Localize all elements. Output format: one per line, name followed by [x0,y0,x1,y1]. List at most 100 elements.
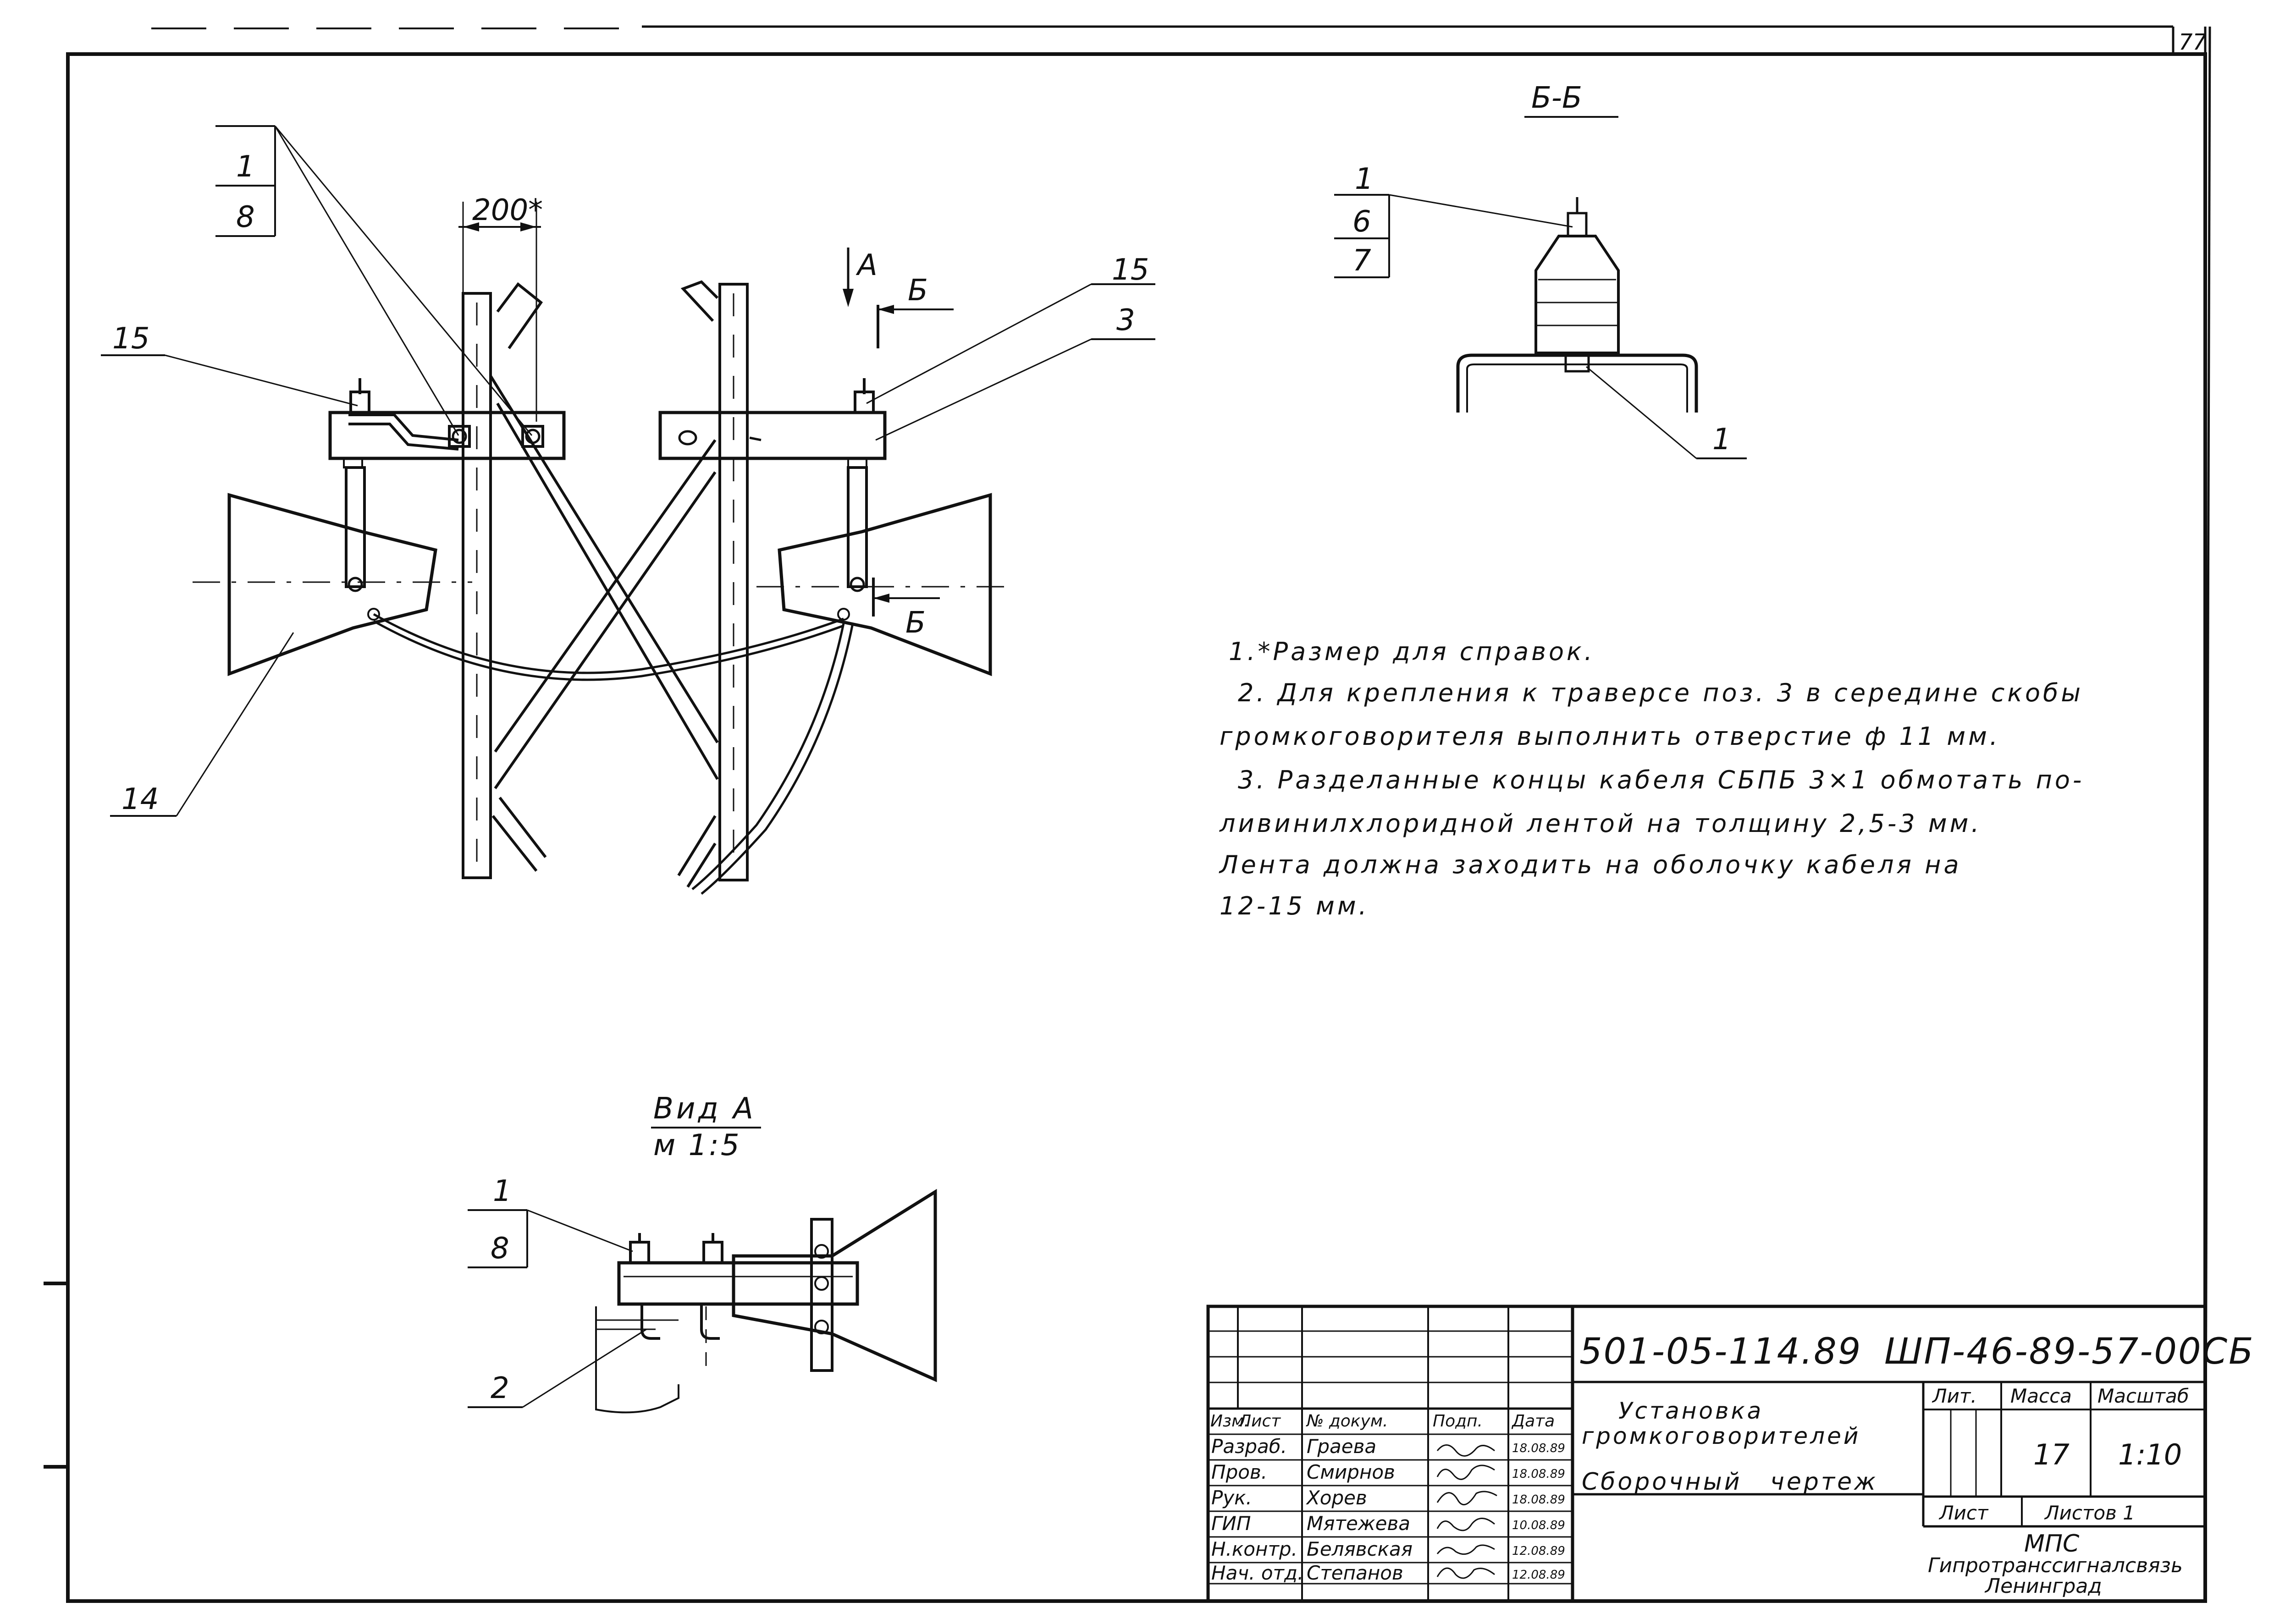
view-a-callout-2-label: 2 [491,1371,509,1405]
callout-15-right-label: 15 [1112,253,1149,287]
callout-14: 14 [110,632,294,817]
person-role: Нач. отд. [1211,1562,1303,1584]
hdr-doc-no: № докум. [1306,1412,1388,1431]
section-callout-6: 6 [1352,205,1371,239]
section-callout-1-bottom: 1 [1586,366,1747,459]
signature-mark [1436,1491,1497,1505]
callout-15-left-label: 15 [112,322,149,356]
title-line-2: громкоговорителей [1582,1423,1860,1449]
left-traverse [328,378,566,468]
note-3-cont: ливинилхлоридной лентой на толщину 2,5-3… [1219,809,1982,838]
person-date: 12.08.89 [1512,1568,1565,1582]
view-a-callout-2: 2 [468,1328,647,1408]
note-3-cont-2: Лента должна заходить на оболочку кабеля… [1219,850,1962,879]
callout-15-right: 15 [866,253,1155,404]
main-assembly-view: 200* A Б Б 1 8 [101,125,1155,895]
section-callout-1-bottom-label: 1 [1712,423,1731,457]
signature-mark [1436,1444,1495,1457]
section-bb-view: Б-Б 1 6 7 1 [1334,81,1747,459]
dimension-label: 200* [472,193,543,227]
sheet-label: Лист [1938,1502,1989,1524]
section-b-mark-bottom: Б [872,578,940,640]
doc-code: ШП-46-89-57-00СБ [1884,1331,2255,1372]
hdr-list: Лист [1238,1412,1281,1431]
person-name: Хорев [1306,1486,1367,1509]
person-name: Смирнов [1307,1461,1395,1483]
callout-3: 3 [875,303,1155,441]
title-line-1: Установка [1618,1398,1763,1424]
callout-3-label: 3 [1116,303,1135,337]
signature-mark [1436,1567,1495,1579]
callout-2-1-8: 1 8 [215,125,533,436]
right-horn-speaker [756,466,1009,677]
page-number: 77 [2179,29,2207,55]
person-date: 18.08.89 [1512,1467,1565,1481]
view-a-scale: м 1:5 [653,1129,741,1162]
signature-mark [1436,1464,1495,1480]
person-name: Степанов [1307,1562,1403,1584]
view-a-callout-8: 8 [491,1232,509,1266]
person-date: 12.08.89 [1512,1544,1565,1558]
signature-mark [1436,1518,1495,1531]
person-role: ГИП [1211,1512,1251,1535]
note-2: 2. Для крепления к траверсе поз. 3 в сер… [1238,678,2083,707]
person-name: Граева [1307,1435,1376,1458]
scale-label: Масштаб [2097,1385,2189,1407]
person-date: 18.08.89 [1512,1493,1565,1507]
cable [373,613,854,895]
doc-type: Сборочный чертеж [1582,1468,1878,1496]
section-b-bottom-label: Б [905,606,926,640]
callout-15-left: 15 [101,322,358,407]
person-role: Рук. [1211,1486,1252,1509]
note-2-cont: громкоговорителя выполнить отверстие ф 1… [1220,722,2000,751]
title-block: 501-05-114.89 ШП-46-89-57-00СБ Установка… [1206,1305,2255,1603]
sheets-label: Листов 1 [2044,1502,2135,1524]
person-role: Н.контр. [1211,1538,1297,1560]
mass-value: 17 [2033,1438,2070,1471]
left-horn-speaker [193,466,472,677]
section-bb-title: Б-Б [1531,81,1582,115]
people-rows: Разраб. Граева 18.08.89 Пров. Смирнов 18… [1211,1435,1565,1584]
hdr-date: Дата [1511,1412,1555,1431]
section-b-mark-top: Б [877,274,954,348]
person-date: 18.08.89 [1512,1442,1565,1455]
section-callout-1: 1 [1355,162,1374,196]
signature-mark [1436,1544,1495,1555]
diagonal-braces [489,375,719,888]
view-a-callout-1: 1 [493,1174,512,1208]
person-name: Белявская [1307,1538,1413,1560]
callout-8: 8 [236,200,255,234]
org-line-1: МПС [2024,1530,2080,1558]
view-a: Вид А м 1:5 1 8 2 [468,1092,937,1414]
view-a-arrow: A [843,248,878,307]
section-b-top-label: Б [908,274,928,308]
section-callout-7: 7 [1352,244,1371,278]
right-pole [680,280,749,881]
note-3: 3. Разделанные концы кабеля СБПБ 3×1 обм… [1238,765,2084,794]
lit-label: Лит. [1932,1385,1977,1407]
page-number-box: 77 [2172,27,2207,55]
right-traverse [658,378,887,468]
scale-value: 1:10 [2118,1438,2182,1471]
view-a-title: Вид А [653,1092,756,1126]
mass-label: Масса [2010,1385,2072,1407]
person-name: Мятежева [1307,1512,1410,1535]
section-callout-1-6-7: 1 6 7 [1334,162,1573,278]
dimension-200: 200* [458,193,543,422]
person-role: Разраб. [1211,1435,1287,1458]
callout-14-label: 14 [121,782,159,816]
doc-number: 501-05-114.89 [1579,1331,1862,1372]
person-date: 10.08.89 [1512,1519,1565,1532]
note-1: 1.*Размер для справок. [1229,637,1595,666]
hdr-izm: Изм. [1210,1412,1249,1431]
view-a-callout-1-8: 1 8 [468,1174,633,1268]
org-line-2: Гипротранссигналсвязь [1928,1554,2183,1577]
arrow-a-label: A [856,248,878,282]
note-3-cont-3: 12-15 мм. [1220,892,1369,920]
hdr-sign: Подп. [1433,1412,1483,1431]
left-pole [462,282,543,879]
person-role: Пров. [1211,1461,1267,1483]
callout-1: 1 [236,150,255,184]
org-line-3: Ленинград [1984,1574,2102,1598]
